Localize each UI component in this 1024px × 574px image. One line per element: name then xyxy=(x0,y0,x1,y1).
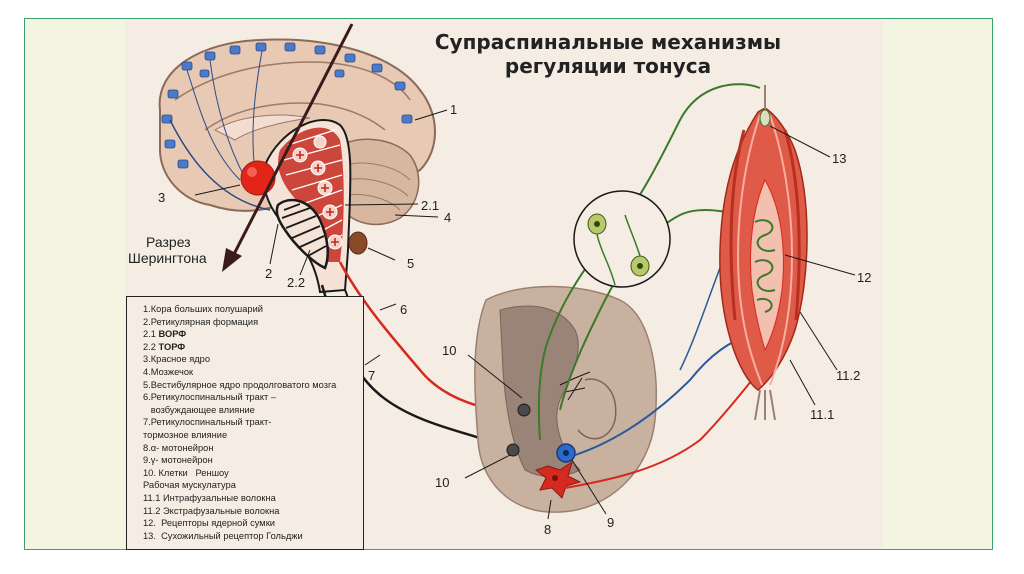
label-3: 3 xyxy=(158,190,165,205)
legend-item: 11.2 Экстрафузальные волокна xyxy=(143,505,280,516)
label-4: 4 xyxy=(444,210,451,225)
muscle xyxy=(719,85,808,421)
label-12: 12 xyxy=(857,270,871,285)
diagram-title: Супраспинальные механизмы регуляции тону… xyxy=(398,30,818,78)
label-13: 13 xyxy=(832,151,846,166)
label-2-1: 2.1 xyxy=(421,198,439,213)
legend-prefix: 2.2 xyxy=(143,341,159,352)
legend-item: 9.γ- мотонейрон xyxy=(143,455,213,466)
label-7: 7 xyxy=(368,368,375,383)
label-8: 8 xyxy=(544,522,551,537)
label-10-top: 10 xyxy=(442,343,456,358)
legend-item: 2.2 ТОРФ xyxy=(143,341,355,354)
legend-item: 1.Кора больших полушарий xyxy=(143,304,263,314)
label-11-1: 11.1 xyxy=(810,407,834,422)
brain xyxy=(158,23,436,294)
legend-item: 13. Сухожильный рецептор Гольджи xyxy=(143,530,303,541)
spinal-ganglion-inset xyxy=(573,190,671,288)
legend-item: возбуждающее влияние xyxy=(143,404,255,415)
label-2: 2 xyxy=(265,266,272,281)
leader-lines xyxy=(194,109,856,520)
legend-box: 1.Кора больших полушарий 2.Ретикулярная … xyxy=(126,296,364,550)
callout-labels: 1 2.1 4 3 5 2 2.2 6 7 10 10 8 9 13 12 11… xyxy=(158,102,871,537)
label-2-2: 2.2 xyxy=(287,275,305,290)
label-10-bottom: 10 xyxy=(435,475,449,490)
legend-bold: ВОРФ xyxy=(158,329,187,340)
section-label: Разрез Шерингтона xyxy=(128,234,207,266)
label-5: 5 xyxy=(407,256,414,271)
legend-item: 5.Вестибулярное ядро продолговатого мозг… xyxy=(143,379,337,390)
legend-item: 7.Ретикулоспинальный тракт- xyxy=(143,417,272,428)
spinal-cord-section xyxy=(474,285,657,513)
legend-item: Рабочая мускулатура xyxy=(143,480,236,491)
title-line-2: регуляции тонуса xyxy=(504,54,712,78)
label-6: 6 xyxy=(400,302,407,317)
section-label-line-1: Разрез xyxy=(146,234,191,250)
legend-item: 10. Клетки Реншоу xyxy=(143,467,229,478)
legend-item: 2.1 ВОРФ xyxy=(143,328,355,341)
section-label-line-2: Шерингтона xyxy=(128,250,207,266)
legend-item: 6.Ретикулоспинальный тракт – xyxy=(143,392,276,403)
label-11-2: 11.2 xyxy=(836,368,860,383)
legend-prefix: 2.1 xyxy=(143,329,159,340)
legend-item: тормозное влияние xyxy=(143,429,228,440)
legend-item: 8.α- мотонейрон xyxy=(143,442,214,453)
left-margin-frame xyxy=(24,18,125,550)
title-line-1: Супраспинальные механизмы xyxy=(434,30,782,54)
legend-item: 2.Ретикулярная формация xyxy=(143,316,259,327)
label-9: 9 xyxy=(607,515,614,530)
legend-item: 12. Рецепторы ядерной сумки xyxy=(143,518,275,529)
legend-bold: ТОРФ xyxy=(158,341,186,352)
legend-item: 11.1 Интрафузальные волокна xyxy=(143,492,276,503)
legend-item: 3.Красное ядро xyxy=(143,354,211,365)
legend-item: 4.Мозжечок xyxy=(143,366,194,377)
label-1: 1 xyxy=(450,102,457,117)
peripheral-fibers xyxy=(537,83,771,489)
right-margin-frame xyxy=(883,18,993,550)
